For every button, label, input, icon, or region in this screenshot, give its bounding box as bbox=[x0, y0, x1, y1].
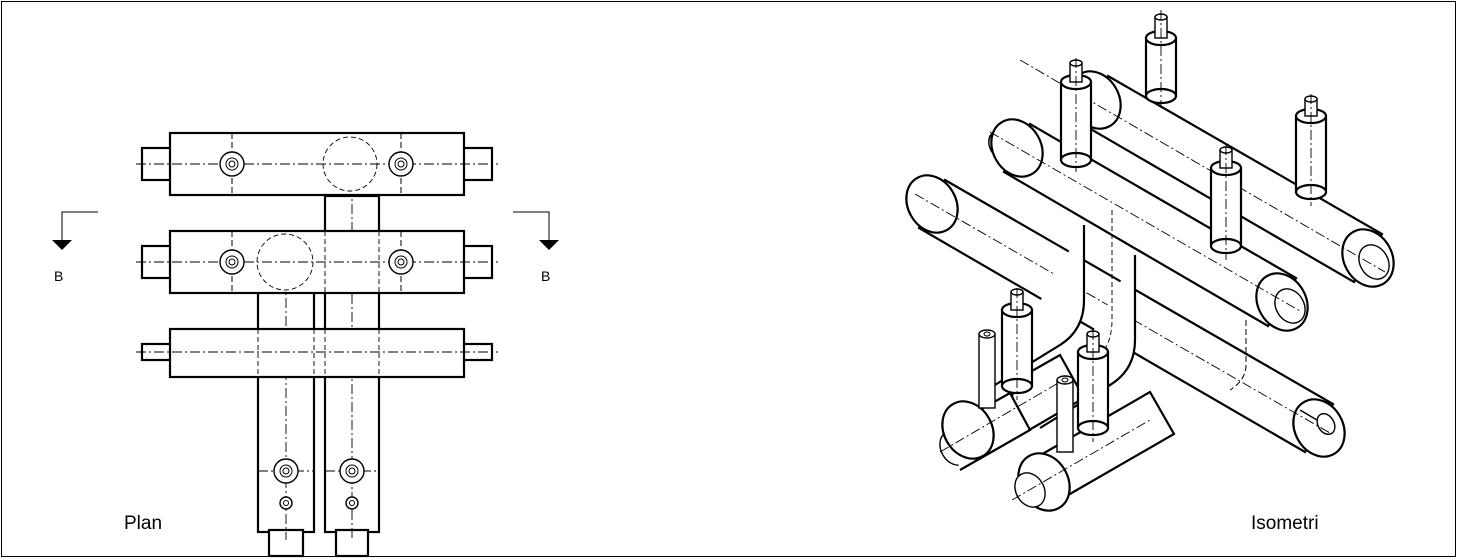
plan-header-2 bbox=[136, 229, 498, 295]
plan-branch-left bbox=[256, 262, 316, 558]
plan-label: Plan bbox=[124, 513, 162, 534]
iso-label: Isometri bbox=[1251, 513, 1319, 534]
plan-header-3 bbox=[136, 327, 498, 379]
section-marker-left: B bbox=[52, 211, 98, 284]
section-label-right: B bbox=[541, 268, 550, 284]
plan-branch-outlets bbox=[258, 458, 379, 510]
section-label-left: B bbox=[54, 268, 63, 284]
plan-view: B B Plan bbox=[52, 131, 559, 558]
iso-outlets bbox=[978, 10, 1328, 453]
plan-header-1 bbox=[136, 131, 498, 197]
iso-header-middle bbox=[988, 118, 1309, 332]
section-marker-right: B bbox=[513, 211, 559, 284]
isometric-view: Isometri bbox=[905, 10, 1395, 534]
iso-branch-lower-right bbox=[1011, 390, 1176, 512]
